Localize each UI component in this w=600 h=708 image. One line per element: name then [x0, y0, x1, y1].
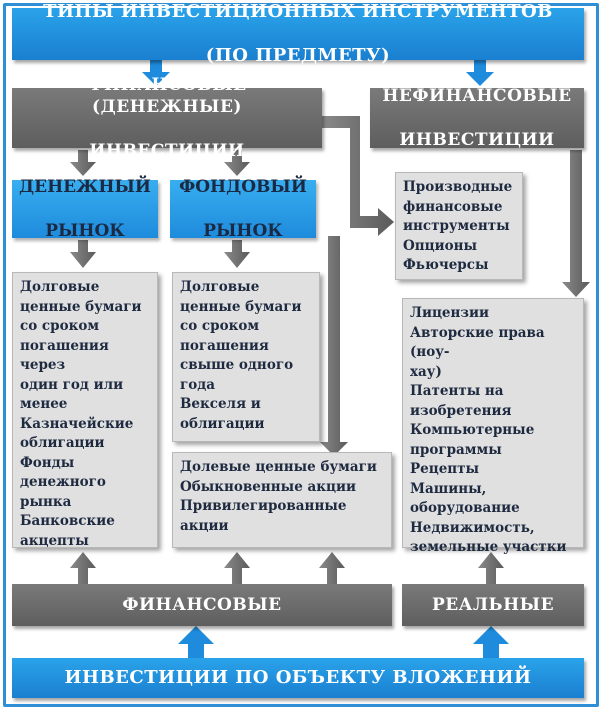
- list-item: Лицензии: [410, 305, 490, 321]
- financial-investments-line1: ФИНАНСОВЫЕ (ДЕНЕЖНЫЕ): [87, 75, 247, 117]
- list-item: инструменты: [403, 218, 510, 234]
- list-item: рынка: [20, 493, 72, 510]
- list-item: Обыкновенные акции: [180, 478, 356, 495]
- real-label-bar: РЕАЛЬНЫЕ: [402, 584, 584, 626]
- list-item: изобретения: [410, 402, 512, 419]
- list-item: Долговые: [20, 279, 100, 295]
- list-item: Банковские: [20, 513, 115, 529]
- list-item: менее: [20, 396, 68, 412]
- list-item: облигации: [180, 415, 265, 432]
- arrow-up-financial-2: [224, 552, 250, 584]
- list-item: облигации: [20, 435, 105, 451]
- list-item: один год или: [20, 376, 124, 393]
- bottom-title-text: ИНВЕСТИЦИИ ПО ОБЪЕКТУ ВЛОЖЕНИЙ: [64, 667, 532, 688]
- list-item: Рецепты: [410, 461, 480, 477]
- list-item: со сроком: [180, 318, 260, 334]
- money-market-line2: РЫНОК: [45, 221, 125, 241]
- list-item: Патенты на: [410, 383, 504, 399]
- list-item: денежного: [20, 474, 106, 490]
- list-item: Компьютерные: [410, 422, 535, 438]
- list-item: ценные бумаги: [180, 298, 302, 315]
- list-item: финансовые: [403, 198, 503, 215]
- list-item: свыше одного: [180, 357, 294, 373]
- arrow-up-bottom-real: [473, 626, 509, 658]
- list-item: ценные бумаги: [20, 298, 142, 315]
- derivatives-list: Производные финансовые инструменты Опцио…: [395, 172, 523, 280]
- arrow-financial-to-money-market: [70, 150, 96, 176]
- list-item: Векселя и: [180, 396, 261, 412]
- arrow-nonfinancial-to-real: [562, 150, 590, 297]
- arrow-up-financial-1: [70, 552, 96, 584]
- equity-list: Долевые ценные бумаги Обыкновенные акции…: [172, 452, 392, 548]
- top-title: ТИПЫ ИНВЕСТИЦИОННЫХ ИНСТРУМЕНТОВ (ПО ПРЕ…: [12, 1, 584, 66]
- financial-label: ФИНАНСОВЫЕ: [122, 595, 282, 615]
- list-item: Недвижимость,: [410, 519, 535, 536]
- list-item: Привилегированные: [180, 498, 347, 514]
- list-item: Опционы: [403, 237, 478, 254]
- stock-market-line1: ФОНДОВЫЙ: [179, 177, 307, 197]
- list-item: Фонды: [20, 454, 75, 471]
- stock-market-line2: РЫНОК: [203, 221, 283, 241]
- financial-investments-box: ФИНАНСОВЫЕ (ДЕНЕЖНЫЕ) ИНВЕСТИЦИИ: [12, 75, 322, 161]
- list-item: Долговые: [180, 279, 260, 295]
- list-item: со сроком: [20, 318, 100, 334]
- list-item: программы: [410, 441, 502, 458]
- arrow-up-financial-3: [319, 552, 345, 584]
- arrow-financial-to-stock-market: [224, 150, 250, 176]
- list-item: акции: [180, 517, 229, 534]
- list-item: года: [180, 376, 216, 393]
- list-item: погашения через: [20, 337, 109, 374]
- arrow-money-market-to-list: [70, 240, 96, 268]
- list-item: Долевые ценные бумаги: [180, 459, 377, 475]
- stock-debt-list: Долговые ценные бумаги со сроком погашен…: [172, 272, 320, 442]
- real-assets-list: Лицензии Авторские права (ноу- хау) Пате…: [402, 298, 584, 555]
- arrow-title-to-financial: [142, 60, 170, 86]
- arrow-up-bottom-financial: [178, 626, 214, 658]
- financial-investments-line2: ИНВЕСТИЦИИ: [89, 141, 245, 161]
- nonfinancial-investments-line1: НЕФИНАНСОВЫЕ: [382, 86, 572, 106]
- stock-market-box: ФОНДОВЫЙ РЫНОК: [170, 177, 316, 241]
- arrow-title-to-nonfinancial: [466, 60, 494, 86]
- bottom-title: ИНВЕСТИЦИИ ПО ОБЪЕКТУ ВЛОЖЕНИЙ: [12, 658, 584, 698]
- list-item: акцепты: [20, 532, 89, 549]
- nonfinancial-investments-box: НЕФИНАНСОВЫЕ ИНВЕСТИЦИИ: [370, 86, 584, 150]
- financial-label-bar: ФИНАНСОВЫЕ: [12, 584, 392, 626]
- list-item: земельные участки: [410, 539, 567, 555]
- arrow-financial-to-equity: [320, 236, 348, 456]
- arrow-stock-market-to-list: [224, 240, 250, 268]
- money-market-list: Долговые ценные бумаги со сроком погашен…: [12, 272, 158, 549]
- money-market-line1: ДЕНЕЖНЫЙ: [19, 177, 151, 197]
- list-item: Авторские права (ноу-: [410, 324, 545, 361]
- arrow-financial-to-derivatives: [322, 116, 394, 236]
- top-title-line1: ТИПЫ ИНВЕСТИЦИОННЫХ ИНСТРУМЕНТОВ: [43, 1, 553, 22]
- list-item: хау): [410, 363, 442, 380]
- list-item: оборудование: [410, 500, 520, 516]
- list-item: Производные: [403, 179, 513, 195]
- arrow-up-real: [478, 552, 504, 584]
- real-label: РЕАЛЬНЫЕ: [431, 595, 555, 615]
- list-item: Казначейские: [20, 415, 134, 432]
- nonfinancial-investments-line2: ИНВЕСТИЦИИ: [399, 130, 555, 150]
- list-item: Фьючерсы: [403, 257, 489, 273]
- top-title-line2: (ПО ПРЕДМЕТУ): [205, 45, 391, 66]
- list-item: погашения: [180, 337, 269, 354]
- money-market-box: ДЕНЕЖНЫЙ РЫНОК: [12, 177, 158, 241]
- list-item: Машины,: [410, 480, 487, 497]
